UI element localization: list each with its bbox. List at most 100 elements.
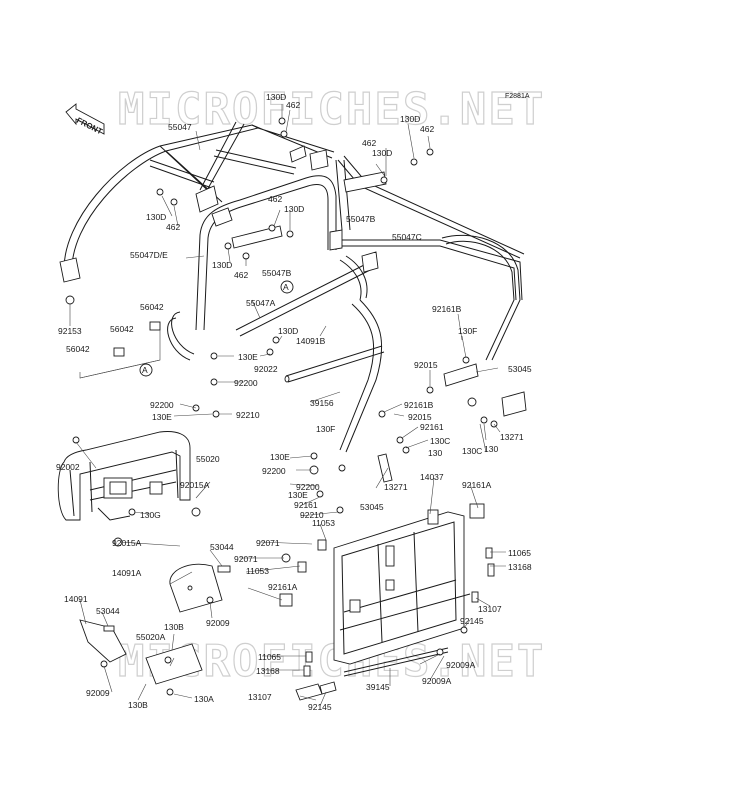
part-label-l36: 92161B <box>404 400 434 410</box>
ref-marker-a-left: A <box>139 363 153 377</box>
diagram-code: F2881A <box>505 93 530 100</box>
part-label-l10: 55047B <box>346 214 376 224</box>
part-label-l16: 462 <box>234 270 248 280</box>
part-label-l66: 11053 <box>246 566 269 576</box>
front-bumper <box>57 431 191 521</box>
part-label-l14: 55047D/E <box>130 250 168 260</box>
part-label-l81: 92009 <box>86 688 110 698</box>
part-label-l23: 130D <box>278 326 298 336</box>
part-label-l15: 130D <box>212 260 232 270</box>
part-label-l80: 92009A <box>422 676 452 686</box>
part-label-l53: 92161A <box>462 480 492 490</box>
part-label-l17: 55047B <box>262 268 292 278</box>
part-label-l76: 11065 <box>258 652 281 662</box>
cage-brackets <box>59 145 479 387</box>
part-number-labels: 130D46255047130D462462130D130D46255047B4… <box>56 92 532 712</box>
ref-marker-a-top: A <box>280 280 294 294</box>
part-label-l63: 92071 <box>234 554 258 564</box>
part-label-l65: 14091A <box>112 568 142 578</box>
part-label-l33: 130E <box>152 412 172 422</box>
part-label-l61: 53044 <box>210 542 234 552</box>
svg-text:A: A <box>283 282 289 292</box>
part-label-l78: 13168 <box>256 666 280 676</box>
part-label-l37: 92015 <box>408 412 432 422</box>
part-label-l21: 56042 <box>66 344 90 354</box>
part-label-l47: 130E <box>270 452 290 462</box>
part-label-l72: 92009 <box>206 618 230 628</box>
part-label-l30: 92015 <box>414 360 438 370</box>
skid-plate-55020A <box>145 643 203 685</box>
part-label-l68: 92161A <box>268 582 298 592</box>
part-label-l75: 55020A <box>136 632 166 642</box>
part-label-l60: 92015A <box>112 538 142 548</box>
part-label-l39: 130F <box>316 424 335 434</box>
part-label-l19: 92153 <box>58 326 82 336</box>
part-label-l2: 462 <box>286 100 300 110</box>
part-label-l7: 130D <box>372 148 392 158</box>
part-label-l18: 56042 <box>140 302 164 312</box>
part-label-l82: 13107 <box>248 692 272 702</box>
part-label-l64: 11065 <box>508 548 531 558</box>
part-label-l31: 53045 <box>508 364 532 374</box>
part-label-l26: 130F <box>458 326 477 336</box>
part-label-l58: 92210 <box>300 510 324 520</box>
part-label-l27: 130E <box>238 352 258 362</box>
part-label-l13: 55047C <box>392 232 422 242</box>
part-label-l74: 130B <box>164 622 184 632</box>
part-label-l44: 130 <box>428 448 442 458</box>
part-label-l51: 92200 <box>296 482 320 492</box>
part-label-l24: 14091B <box>296 336 326 346</box>
part-label-l5: 462 <box>420 124 434 134</box>
part-label-l4: 130D <box>400 114 420 124</box>
front-arrow-icon: FRONT <box>65 103 105 136</box>
part-label-l43: 130 <box>484 444 498 454</box>
skid-plate-14091 <box>79 619 127 663</box>
part-label-l6: 462 <box>362 138 376 148</box>
part-label-l12: 130D <box>284 204 304 214</box>
part-label-l9: 462 <box>166 222 180 232</box>
part-label-l55: 53045 <box>360 502 384 512</box>
part-label-l25: 92161B <box>432 304 462 314</box>
part-label-l71: 53044 <box>96 606 120 616</box>
watermark-top: MICROFICHES.NET <box>118 84 545 135</box>
part-label-l83: 92145 <box>308 702 332 712</box>
part-label-l46: 55020 <box>196 454 220 464</box>
part-label-l50: 92015A <box>180 480 210 490</box>
part-label-l48: 92200 <box>262 466 286 476</box>
part-label-l3: 55047 <box>168 122 192 132</box>
part-label-l79: 39145 <box>366 682 390 692</box>
part-label-l32: 92200 <box>150 400 174 410</box>
svg-text:A: A <box>142 365 148 375</box>
part-label-l77: 92009A <box>446 660 476 670</box>
part-label-l57: 130G <box>140 510 161 520</box>
part-label-l38: 13271 <box>500 432 524 442</box>
part-label-l52: 14037 <box>420 472 444 482</box>
part-label-l45: 92002 <box>56 462 80 472</box>
part-label-l73: 92145 <box>460 616 484 626</box>
part-label-l84: 130B <box>128 700 148 710</box>
part-label-l59: 11053 <box>312 518 335 528</box>
roll-cage-frame <box>63 121 525 453</box>
part-label-l85: 130A <box>194 694 214 704</box>
part-label-l70: 13107 <box>478 604 502 614</box>
part-label-l35: 39156 <box>310 398 334 408</box>
pads-56042 <box>79 321 161 379</box>
part-label-l29: 92200 <box>234 378 258 388</box>
part-label-l34: 92210 <box>236 410 260 420</box>
part-label-l40: 92161 <box>420 422 444 432</box>
part-label-l1: 130D <box>266 92 286 102</box>
part-label-l41: 130C <box>430 436 450 446</box>
part-label-l28: 92022 <box>254 364 278 374</box>
part-label-l54: 130E <box>288 490 308 500</box>
part-label-l69: 14091 <box>64 594 88 604</box>
part-label-l42: 130C <box>462 446 482 456</box>
part-label-l56: 92161 <box>294 500 318 510</box>
part-label-l67: 13168 <box>508 562 532 572</box>
leader-lines <box>69 104 506 707</box>
part-label-l11: 462 <box>268 194 282 204</box>
part-label-l49: 13271 <box>384 482 408 492</box>
part-label-l20: 56042 <box>110 324 134 334</box>
part-label-l62: 92071 <box>256 538 280 548</box>
